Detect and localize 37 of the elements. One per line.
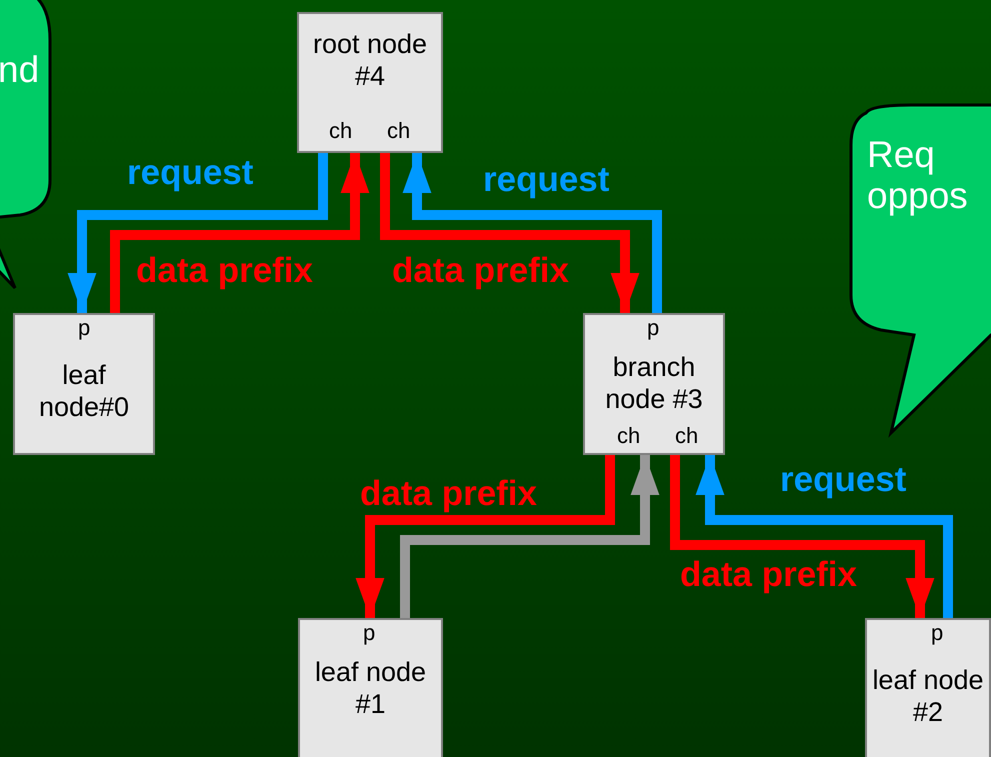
arrow <box>696 455 953 618</box>
arrow <box>400 455 660 618</box>
node-box <box>297 12 443 153</box>
edge-label: data prefix <box>680 557 857 592</box>
edge-label: data prefix <box>136 253 313 288</box>
port-label: ch <box>675 425 698 447</box>
node-label: leaf node#0 <box>38 359 130 424</box>
edge-label: data prefix <box>360 476 537 511</box>
port-label: p <box>78 317 90 339</box>
arrow <box>110 153 370 313</box>
speech-bubble <box>0 0 52 290</box>
port-label: p <box>363 622 376 644</box>
node-label: root node #4 <box>312 28 428 93</box>
port-label: ch <box>387 120 410 142</box>
port-label: ch <box>329 120 352 142</box>
node-label: leaf node #2 <box>871 664 985 729</box>
port-label: p <box>931 622 944 644</box>
bubble-text: Req oppos <box>867 135 969 216</box>
edge-label: data prefix <box>392 253 569 288</box>
edge-label: request <box>127 155 254 190</box>
edge-label: request <box>780 462 906 497</box>
arrow <box>356 455 615 618</box>
port-label: p <box>647 317 660 339</box>
node-box <box>583 313 725 455</box>
bubble-text: nd <box>0 50 40 91</box>
arrow <box>68 153 328 313</box>
node-box <box>865 618 991 757</box>
port-label: ch <box>617 425 640 447</box>
arrow <box>380 153 640 313</box>
speech-bubble <box>850 104 991 434</box>
node-label: leaf node #1 <box>314 656 428 721</box>
node-box <box>298 618 443 757</box>
node-box <box>13 313 155 455</box>
node-label: branch node #3 <box>604 351 704 416</box>
arrow <box>402 153 662 313</box>
edge-label: request <box>483 162 610 197</box>
arrow <box>670 455 934 618</box>
